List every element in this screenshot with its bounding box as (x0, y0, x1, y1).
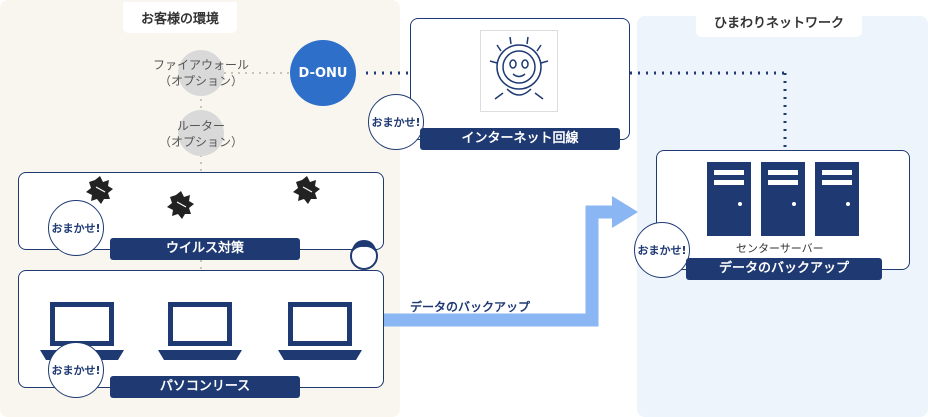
virus-omakase-badge: おまかせ! (48, 200, 104, 256)
backup-arrow-label: データのバックアップ (410, 300, 531, 314)
router-label-line2: （オプション） (158, 135, 243, 149)
backup-omakase-badge: おまかせ! (634, 222, 690, 278)
router-circle (178, 110, 224, 156)
virus-icon (86, 176, 113, 204)
backup-tag: データのバックアップ (686, 258, 882, 280)
router-label: ルーター （オプション） (140, 118, 262, 150)
server-icon (761, 162, 805, 236)
pc-omakase-badge: おまかせ! (48, 342, 104, 398)
firewall-label-line2: （オプション） (158, 74, 243, 88)
laptop-icons (40, 302, 362, 360)
internet-tag: インターネット回線 (420, 128, 620, 150)
mascot-image (480, 30, 558, 112)
customer-environment-title: お客様の環境 (123, 2, 238, 33)
donu-device: D-ONU (290, 40, 356, 106)
firewall-circle (178, 50, 224, 96)
himawari-network-title: ひまわりネットワーク (696, 6, 863, 37)
server-rack-icons (707, 162, 859, 236)
router-label-line1: ルーター (176, 119, 225, 133)
virus-icon (293, 176, 320, 204)
pc-lease-tag: パソコンリース (110, 376, 300, 398)
backup-arrow-head (612, 196, 638, 228)
virus-icons (86, 176, 320, 219)
sunflower-mascot-icon (489, 36, 549, 100)
internet-omakase-badge: おまかせ! (368, 94, 424, 150)
virus-protection-tag: ウイルス対策 (110, 238, 300, 260)
center-server-label: センターサーバー (736, 242, 824, 255)
laptop-icon (278, 302, 362, 360)
backup-arrow-shaft (362, 205, 616, 327)
server-icon (707, 162, 751, 236)
firewall-label-line1: ファイアウォール (152, 58, 249, 72)
firewall-label: ファイアウォール （オプション） (140, 57, 262, 89)
server-icon (815, 162, 859, 236)
laptop-icon (158, 302, 242, 360)
virus-icon (167, 191, 194, 219)
